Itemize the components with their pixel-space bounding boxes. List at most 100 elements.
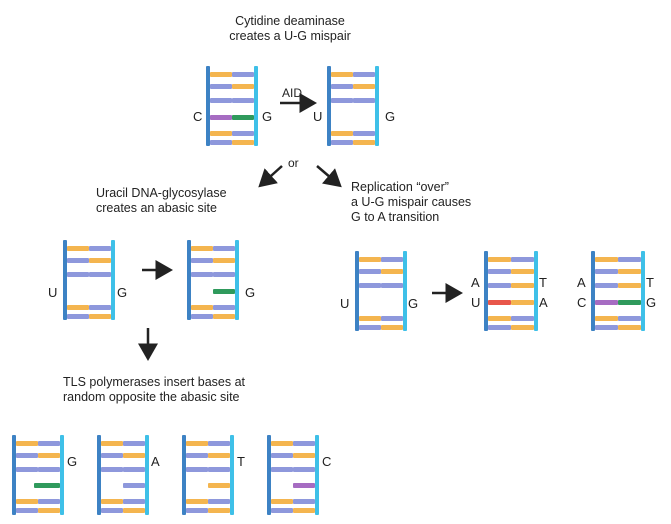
arrow-label-or: or — [288, 156, 299, 170]
base-pair-left — [488, 257, 511, 262]
caption-line: random opposite the abasic site — [63, 390, 240, 404]
base-pair-right — [618, 300, 641, 305]
base-pair-left — [271, 467, 293, 472]
backbone-left — [97, 435, 101, 515]
base-pair-right — [381, 316, 403, 321]
base-pair-right — [232, 72, 254, 77]
base-label-u: U — [471, 295, 481, 310]
base-pair-right — [208, 483, 230, 488]
backbone-left — [591, 251, 595, 331]
backbone-right — [60, 435, 64, 515]
base-pair-left — [271, 508, 293, 513]
base-pair-left — [16, 499, 38, 504]
base-pair-right — [618, 316, 641, 321]
base-pair-left — [186, 467, 208, 472]
base-pair-left — [16, 441, 38, 446]
base-pair-right — [38, 467, 60, 472]
base-label-g: G — [262, 109, 273, 124]
backbone-left — [12, 435, 16, 515]
base-pair-left — [191, 246, 213, 251]
base-label-u: U — [313, 109, 323, 124]
base-pair-left — [67, 305, 89, 310]
base-pair-left — [16, 453, 38, 458]
base-label-t: T — [539, 275, 547, 290]
caption-cytidine-deaminase: Cytidine deaminase creates a U-G mispair — [210, 14, 370, 44]
base-pair-left — [595, 257, 618, 262]
base-pair-right — [213, 258, 235, 263]
base-pair-right — [511, 257, 534, 262]
base-label-g: G — [385, 109, 396, 124]
base-pair-left — [101, 441, 123, 446]
base-label-u: U — [340, 296, 350, 311]
base-pair-left — [101, 508, 123, 513]
base-pair-left — [16, 508, 38, 513]
base-pair-left — [67, 314, 89, 319]
base-pair-right — [89, 272, 111, 277]
base-pair-right — [38, 499, 60, 504]
base-pair-right — [618, 257, 641, 262]
base-label-g: G — [245, 285, 256, 300]
base-pair-right — [381, 283, 403, 288]
base-pair-right — [511, 269, 534, 274]
base-pair-right — [511, 300, 534, 305]
backbone-left — [355, 251, 359, 331]
backbone-right — [641, 251, 645, 331]
base-pair-left — [359, 283, 381, 288]
base-label-u: U — [48, 285, 58, 300]
base-pair-right — [381, 325, 403, 330]
base-label-g: G — [117, 285, 128, 300]
base-pair-left — [271, 453, 293, 458]
base-label-a: A — [151, 454, 160, 469]
base-pair-left — [595, 269, 618, 274]
base-pair-right — [208, 508, 230, 513]
arrow-label-aid: AID — [282, 86, 303, 100]
backbone-right — [145, 435, 149, 515]
base-label-a: A — [539, 295, 548, 310]
base-pair-left — [210, 98, 232, 103]
base-pair-left — [210, 72, 232, 77]
caption-line: Cytidine deaminase — [235, 14, 345, 28]
base-pair-right — [38, 453, 60, 458]
base-pair-right — [511, 316, 534, 321]
base-label-c: C — [577, 295, 587, 310]
base-label-c: C — [193, 109, 203, 124]
base-pair-right — [293, 467, 315, 472]
base-pair-right — [89, 314, 111, 319]
base-label-g: G — [646, 295, 657, 310]
caption-replication: Replication “over” a U-G mispair causes … — [351, 180, 471, 225]
base-pair-right — [208, 467, 230, 472]
backbone-right — [375, 66, 379, 146]
base-pair-right — [618, 325, 641, 330]
base-pair-left — [331, 140, 353, 145]
base-pair-left — [488, 325, 511, 330]
base-pair-left — [595, 316, 618, 321]
backbone-left — [63, 240, 67, 320]
base-pair-right — [293, 499, 315, 504]
base-pair-left — [331, 72, 353, 77]
base-label-c: C — [322, 454, 332, 469]
backbone-left — [187, 240, 191, 320]
base-pair-right — [208, 441, 230, 446]
base-pair-right — [123, 508, 145, 513]
base-pair-right — [232, 140, 254, 145]
backbone-left — [182, 435, 186, 515]
base-pair-left — [186, 508, 208, 513]
base-pair-left — [359, 316, 381, 321]
backbone-right — [403, 251, 407, 331]
base-pair-left — [331, 131, 353, 136]
base-pair-left — [191, 305, 213, 310]
base-label-g: G — [408, 296, 419, 311]
base-pair-right — [38, 508, 60, 513]
base-pair-right — [381, 257, 403, 262]
backbone-right — [230, 435, 234, 515]
base-label-t: T — [646, 275, 654, 290]
base-pair-right — [293, 483, 315, 488]
backbone-left — [327, 66, 331, 146]
base-pair-left — [101, 453, 123, 458]
base-pair-right — [213, 289, 235, 294]
base-pair-left — [595, 300, 618, 305]
base-pair-left — [359, 325, 381, 330]
base-pair-left — [210, 140, 232, 145]
base-pair-right — [618, 269, 641, 274]
